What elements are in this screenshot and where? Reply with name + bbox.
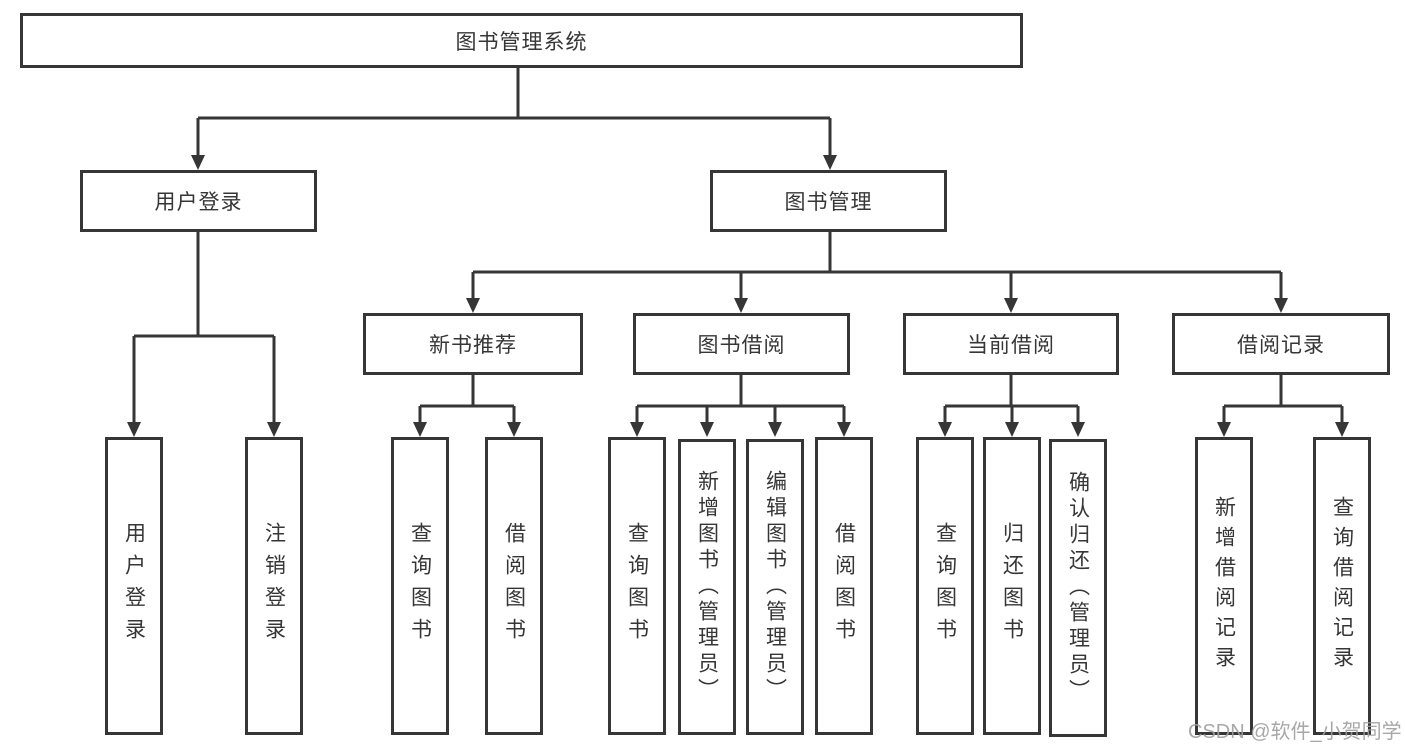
leaf-bb-borrow-book-label: 借阅图书 (832, 522, 856, 650)
leaf-bb-query-book-label: 查询图书 (625, 522, 649, 650)
leaf-logout: 注销登录 (245, 437, 303, 735)
leaf-bb-borrow-book: 借阅图书 (815, 437, 873, 735)
node-user-login: 用户登录 (80, 170, 317, 232)
node-borrowing-records-label: 借阅记录 (1237, 334, 1325, 357)
leaf-br-add-record: 新增借阅记录 (1195, 437, 1253, 735)
edge-book-mgmt-to-level3 (466, 232, 1288, 313)
leaf-br-query-record: 查询借阅记录 (1313, 437, 1371, 735)
edge-new-book-rec-to-leaves (413, 375, 521, 437)
watermark-csdn: CSDN @软件_小贺同学 (1188, 721, 1402, 743)
leaf-br-query-record-label: 查询借阅记录 (1330, 496, 1354, 676)
node-book-management: 图书管理 (710, 170, 947, 232)
leaf-cb-return-book-label: 归还图书 (1000, 522, 1024, 650)
leaf-cb-query-book-label: 查询图书 (933, 522, 957, 650)
node-current-borrowing-label: 当前借阅 (967, 334, 1055, 357)
leaf-bb-query-book: 查询图书 (608, 437, 666, 735)
leaf-cb-confirm-return-admin: 确认归还（管理员） (1049, 439, 1107, 737)
leaf-bb-edit-book-admin-label: 编辑图书（管理员） (763, 470, 787, 704)
node-book-management-label: 图书管理 (784, 191, 873, 214)
node-user-login-label: 用户登录 (154, 191, 243, 214)
leaf-cb-query-book: 查询图书 (916, 437, 974, 735)
leaf-rec-query-book-label: 查询图书 (408, 522, 432, 650)
leaf-bb-edit-book-admin: 编辑图书（管理员） (746, 439, 804, 735)
node-borrowing-records: 借阅记录 (1172, 313, 1390, 375)
node-new-book-recommend-label: 新书推荐 (429, 334, 517, 357)
leaf-user-login-label: 用户登录 (122, 522, 146, 650)
edge-borrow-records-to-leaves (1217, 375, 1349, 437)
edge-book-borrow-to-leaves (630, 375, 851, 437)
node-new-book-recommend: 新书推荐 (363, 313, 583, 375)
leaf-br-add-record-label: 新增借阅记录 (1212, 496, 1236, 676)
node-root-system: 图书管理系统 (20, 13, 1023, 68)
edge-root-to-level2 (191, 68, 837, 170)
leaf-user-login: 用户登录 (105, 437, 163, 735)
leaf-cb-confirm-return-admin-label: 确认归还（管理员） (1066, 471, 1090, 705)
leaf-rec-borrow-book-label: 借阅图书 (502, 522, 526, 650)
node-current-borrowing: 当前借阅 (903, 313, 1119, 375)
node-book-borrowing-label: 图书借阅 (697, 334, 786, 357)
leaf-logout-label: 注销登录 (262, 522, 286, 650)
edge-user-login-to-leaves (127, 232, 281, 437)
leaf-rec-borrow-book: 借阅图书 (485, 437, 543, 735)
leaf-rec-query-book: 查询图书 (391, 437, 449, 735)
leaf-cb-return-book: 归还图书 (983, 437, 1041, 735)
node-book-borrowing: 图书借阅 (633, 313, 850, 375)
node-root-system-label: 图书管理系统 (455, 30, 588, 54)
leaf-bb-add-book-admin: 新增图书（管理员） (678, 439, 736, 735)
edge-current-borrow-to-leaves (938, 375, 1085, 437)
leaf-bb-add-book-admin-label: 新增图书（管理员） (695, 470, 719, 704)
